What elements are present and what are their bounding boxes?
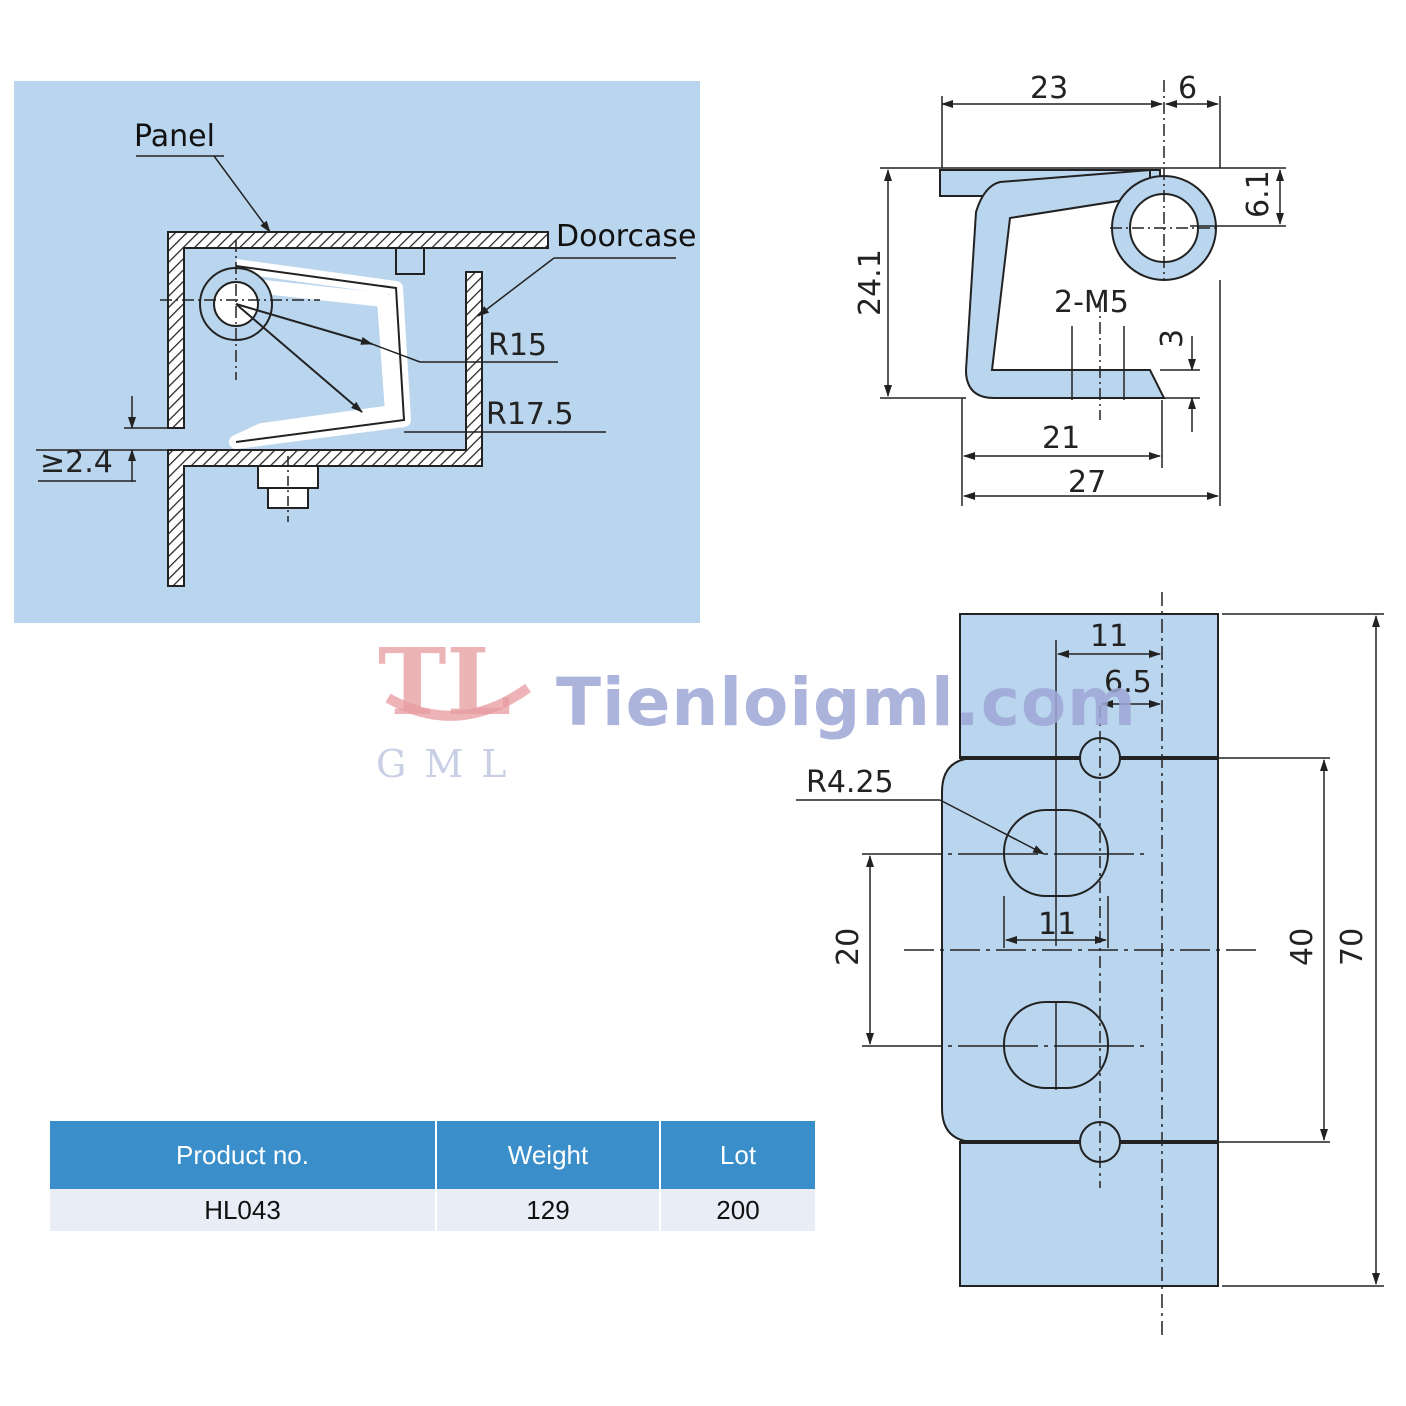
watermark-logo: TL [378, 628, 531, 736]
panel-label: Panel [134, 119, 215, 154]
r15-label: R15 [488, 328, 547, 363]
dim-23: 23 [1030, 71, 1068, 106]
installation-section-view: Panel Doorcase R15 R17.5 ≥2.4 [14, 81, 700, 623]
product-table: Product no. Weight Lot HL043 129 200 [50, 1121, 815, 1231]
dim-thread-2-m5: 2-M5 [1054, 285, 1129, 320]
dim-11-slot: 11 [1038, 907, 1076, 942]
cell-product-no: HL043 [50, 1189, 437, 1231]
table-row: HL043 129 200 [50, 1189, 815, 1231]
cell-weight: 129 [436, 1189, 661, 1231]
dim-20: 20 [831, 928, 866, 966]
front-leaf-bottom [959, 1141, 1219, 1287]
dim-40: 40 [1285, 928, 1320, 966]
header-weight: Weight [436, 1121, 661, 1189]
front-view: 11 6.5 R4.25 11 20 40 70 [796, 592, 1384, 1338]
dim-24-1: 24.1 [853, 249, 888, 316]
dim-27: 27 [1068, 465, 1106, 500]
doorcase-section [167, 271, 483, 587]
doorcase-label: Doorcase [556, 219, 696, 254]
dim-11-top: 11 [1090, 619, 1128, 654]
dim-6-1: 6.1 [1241, 170, 1276, 218]
header-lot: Lot [660, 1121, 815, 1189]
dim-6-5: 6.5 [1104, 665, 1152, 700]
watermark-site: Tienloigml.com [556, 664, 1137, 741]
panel-mount-plate [395, 247, 425, 275]
table-header-row: Product no. Weight Lot [50, 1121, 815, 1189]
dim-3: 3 [1155, 329, 1190, 348]
dim-r4-25: R4.25 [806, 765, 894, 800]
section-view-background [14, 81, 700, 623]
watermark-logo-letters: TL [378, 628, 511, 736]
side-view: 23 6 6.1 24.1 2-M5 3 21 27 [853, 71, 1286, 506]
cell-lot: 200 [660, 1189, 815, 1231]
watermark-logo-sub: GML [376, 742, 525, 786]
header-product-no: Product no. [50, 1121, 437, 1189]
dim-6: 6 [1178, 71, 1197, 106]
dim-70: 70 [1335, 928, 1370, 966]
dim-21: 21 [1042, 421, 1080, 456]
min-gap-label: ≥2.4 [40, 445, 113, 480]
r17-5-label: R17.5 [486, 397, 574, 432]
front-leaf-top [959, 613, 1219, 759]
